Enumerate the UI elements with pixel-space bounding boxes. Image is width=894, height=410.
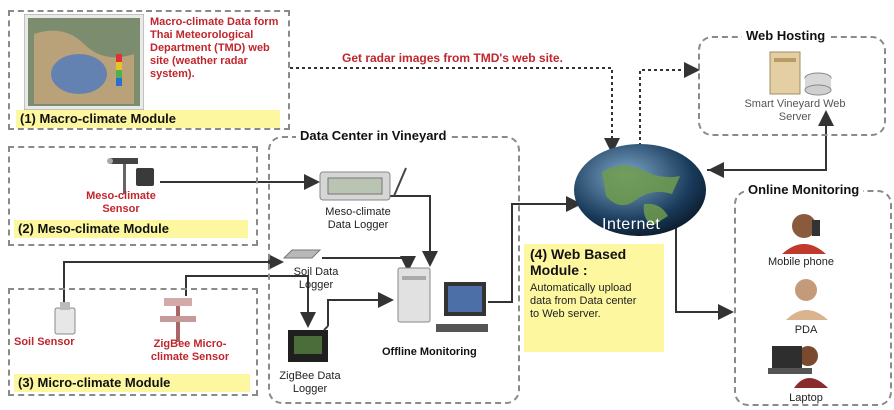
- internet-to-online: [675, 226, 734, 320]
- soil-logger-to-computer: [322, 256, 416, 272]
- meso-climate-sensor-label: Meso-climate Sensor: [86, 190, 156, 215]
- internet-to-hosting-dotted: [639, 62, 700, 152]
- mobile-phone-label: Mobile phone: [767, 256, 835, 268]
- zigbee-logger-icon: [288, 326, 329, 362]
- micro-climate-module-label: (3) Micro-climate Module: [14, 374, 250, 392]
- internet-label: Internet: [602, 216, 661, 233]
- meso-climate-module-box: [8, 146, 258, 246]
- pda-icon: [786, 279, 828, 320]
- pda-label: PDA: [794, 324, 818, 336]
- soil-logger-label: Soil Data Logger: [293, 266, 339, 291]
- radar-arrow-label: Get radar images from TMD's web site.: [342, 51, 563, 65]
- web-hosting-title: Web Hosting: [742, 28, 830, 43]
- zigbee-sensor-to-logger: [185, 275, 316, 328]
- zigbee-sensor-label: ZigBee Micro-climate Sensor: [150, 338, 230, 363]
- soil-sensor-icon: [54, 302, 76, 335]
- zigbee-sensor-icon: [160, 298, 196, 342]
- web-module-box: [524, 244, 664, 352]
- computer-icon: [397, 267, 488, 332]
- internet-globe-icon: [574, 144, 706, 236]
- offline-monitoring-label: Offline Monitoring: [382, 346, 477, 358]
- radar-map-image: [24, 14, 144, 110]
- meso-logger-to-computer: [378, 195, 438, 267]
- zigbee-logger-label: ZigBee Data Logger: [279, 370, 341, 395]
- data-center-title: Data Center in Vineyard: [296, 128, 451, 143]
- meso-logger-label: Meso-climate Data Logger: [325, 206, 391, 231]
- web-server-label: Smart Vineyard Web Server: [744, 98, 846, 123]
- mobile-phone-icon: [782, 214, 826, 254]
- meso-climate-sensor-icon: [107, 158, 154, 194]
- soil-sensor-label: Soil Sensor: [14, 336, 75, 348]
- web-module-title: (4) Web Based Module :: [530, 246, 627, 278]
- macro-climate-module-box: [8, 10, 290, 130]
- laptop-label: Laptop: [789, 392, 823, 404]
- macro-climate-module-label: (1) Macro-climate Module: [16, 110, 280, 128]
- web-module-description: Automatically upload data from Data cent…: [530, 282, 637, 320]
- web-server-icon: [769, 51, 832, 96]
- soil-logger-icon: [282, 249, 322, 259]
- computer-to-internet: [488, 196, 582, 303]
- laptop-icon: [768, 346, 828, 388]
- micro-climate-module-box: [8, 288, 258, 396]
- meso-logger-icon: [319, 167, 407, 201]
- zigbee-logger-to-computer: [327, 292, 394, 326]
- meso-climate-module-label: (2) Meso-climate Module: [14, 220, 248, 238]
- radar-dotted-arrow: [290, 67, 620, 154]
- macro-climate-description: Macro-climate Data form Thai Meteorologi…: [150, 16, 279, 80]
- soil-sensor-to-logger: [63, 254, 284, 306]
- online-monitoring-title: Online Monitoring: [744, 182, 864, 197]
